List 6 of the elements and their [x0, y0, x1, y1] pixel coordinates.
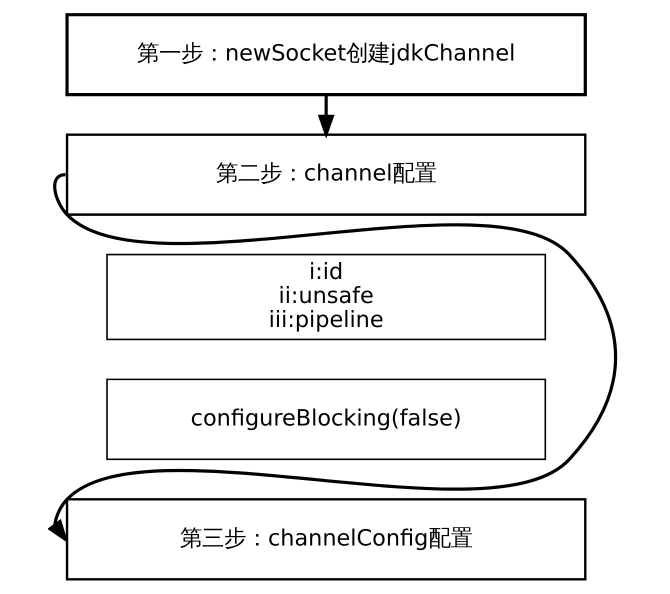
node-box: i:id ii:unsafe iii:pipeline: [106, 254, 546, 340]
node-box: 第二步：channel配置: [66, 133, 586, 216]
node-box: configureBlocking(false): [106, 378, 546, 460]
arrow: [318, 95, 335, 139]
node-box: 第三步：channelConfig配置: [66, 498, 586, 581]
node-box: 第一步：newSocket创建jdkChannel: [65, 13, 587, 96]
